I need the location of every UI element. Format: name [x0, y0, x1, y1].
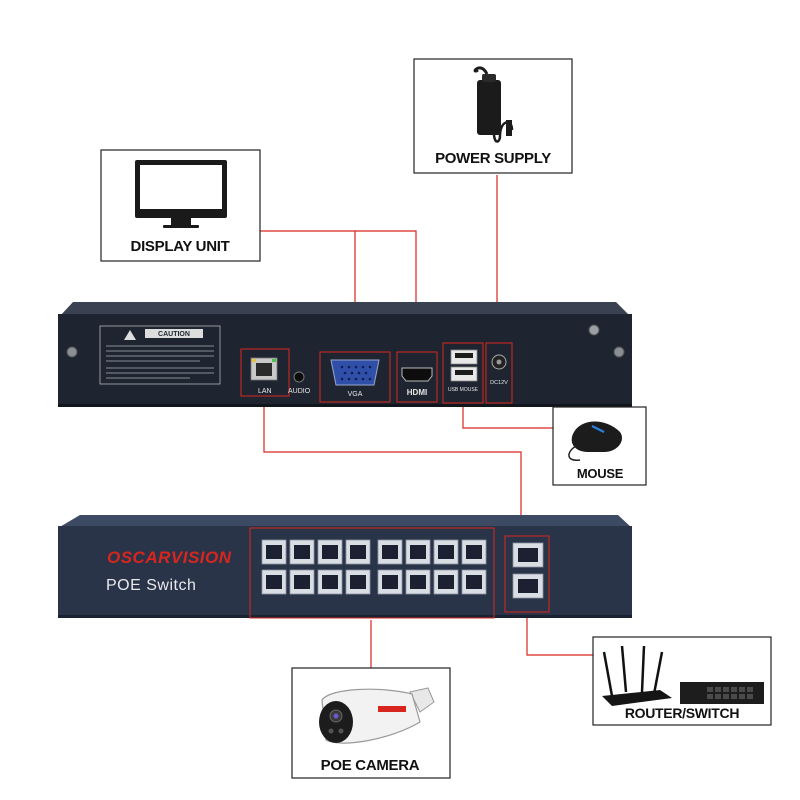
power-adapter-icon — [473, 66, 514, 143]
usb-port-label: USB MOUSE — [448, 387, 479, 393]
poe-switch: OSCARVISION POE Switch — [58, 515, 632, 619]
lan-port-label: LAN — [258, 388, 272, 395]
poe-port[interactable] — [289, 569, 315, 595]
nvr-audio-port[interactable]: AUDIO — [288, 371, 311, 395]
router-icon — [602, 645, 672, 706]
camera-icon — [319, 687, 435, 744]
mouse-icon — [568, 421, 623, 461]
nvr-hdmi-port[interactable]: HDMI — [396, 351, 438, 403]
dc-port-label: DC12V — [490, 380, 508, 386]
nvr-recorder: CAUTION LAN AUDIO — [58, 302, 632, 407]
poe-port[interactable] — [345, 539, 371, 565]
screw-left — [66, 346, 78, 358]
poe-port[interactable] — [377, 569, 403, 595]
hdmi-port-label: HDMI — [407, 388, 427, 397]
poe-port[interactable] — [405, 539, 431, 565]
display-unit-box: DISPLAY UNIT — [100, 149, 261, 262]
network-switch-icon — [680, 682, 764, 704]
poe-port[interactable] — [405, 569, 431, 595]
poe-ports-highlight — [249, 527, 495, 619]
switch-front-panel — [58, 526, 632, 618]
poe-port[interactable] — [345, 569, 371, 595]
switch-brand: OSCARVISION — [107, 548, 232, 567]
nvr-top-face — [60, 302, 630, 316]
nvr-dc-port[interactable]: DC12V — [485, 342, 513, 404]
switch-model: POE Switch — [106, 577, 196, 594]
line-uplink-router — [526, 612, 593, 656]
caution-text: CAUTION — [158, 331, 190, 338]
mouse-box: MOUSE — [552, 406, 647, 486]
audio-port-label: AUDIO — [288, 388, 311, 395]
power-supply-box: POWER SUPPLY — [413, 58, 573, 174]
poe-port[interactable] — [261, 539, 287, 565]
poe-port[interactable] — [317, 539, 343, 565]
nvr-vga-port[interactable]: VGA — [319, 351, 391, 403]
nvr-usb-ports[interactable]: USB MOUSE — [442, 342, 484, 404]
mouse-label: MOUSE — [577, 466, 624, 481]
nvr-lan-port[interactable]: LAN — [240, 348, 290, 397]
switch-top-face — [58, 515, 632, 528]
poe-port-grid[interactable] — [261, 539, 487, 595]
poe-port[interactable] — [317, 569, 343, 595]
poe-port[interactable] — [261, 569, 287, 595]
poe-camera-label: POE CAMERA — [321, 757, 420, 774]
power-supply-label: POWER SUPPLY — [435, 150, 551, 167]
poe-port[interactable] — [433, 569, 459, 595]
caution-label: CAUTION — [99, 325, 221, 385]
poe-camera-box: POE CAMERA — [291, 667, 451, 779]
router-switch-box: ROUTER/SWITCH — [592, 636, 772, 726]
poe-port[interactable] — [289, 539, 315, 565]
uplink-port-2[interactable] — [512, 573, 544, 599]
line-lan-switch — [263, 403, 522, 536]
poe-port[interactable] — [461, 569, 487, 595]
line-usb-mouse — [462, 403, 553, 429]
display-unit-label: DISPLAY UNIT — [131, 238, 230, 255]
router-switch-label: ROUTER/SWITCH — [625, 705, 740, 721]
vga-port-label: VGA — [348, 391, 363, 398]
screw-right — [613, 346, 625, 358]
poe-port[interactable] — [461, 539, 487, 565]
poe-port[interactable] — [433, 539, 459, 565]
uplink-port-1[interactable] — [512, 542, 544, 568]
monitor-icon — [135, 160, 227, 228]
ground-screw — [588, 324, 600, 336]
poe-port[interactable] — [377, 539, 403, 565]
uplink-ports-highlight — [504, 535, 550, 613]
